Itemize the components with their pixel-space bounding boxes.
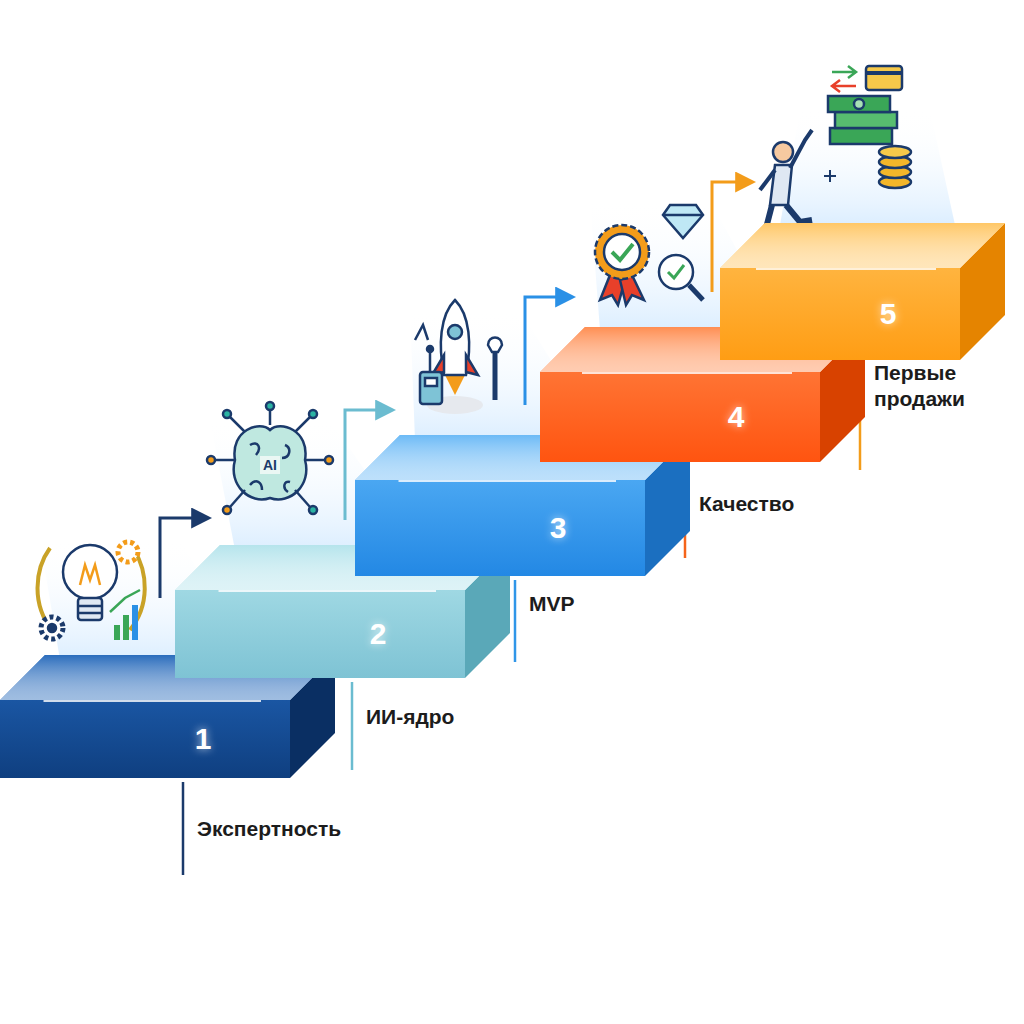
step-number: 3 — [550, 510, 567, 546]
step-number: 2 — [370, 616, 387, 652]
quality-icon — [595, 205, 703, 305]
step-label: Первые продажи — [874, 360, 1004, 412]
rocket-icon — [415, 300, 502, 414]
step-block: 5Первые продажи — [720, 223, 1005, 360]
step-number: 5 — [880, 296, 897, 332]
ai-brain-icon — [207, 402, 333, 514]
sales-icon — [755, 66, 911, 240]
step-label: Качество — [699, 491, 794, 517]
step-number: 1 — [195, 721, 212, 757]
idea-icon — [38, 542, 145, 640]
step-number: 4 — [728, 399, 745, 435]
step-label: Экспертность — [197, 816, 341, 842]
chip-label: AI — [260, 456, 280, 474]
step-label: MVP — [529, 591, 575, 617]
step-label: ИИ-ядро — [366, 704, 454, 730]
block-shape — [720, 223, 1005, 360]
